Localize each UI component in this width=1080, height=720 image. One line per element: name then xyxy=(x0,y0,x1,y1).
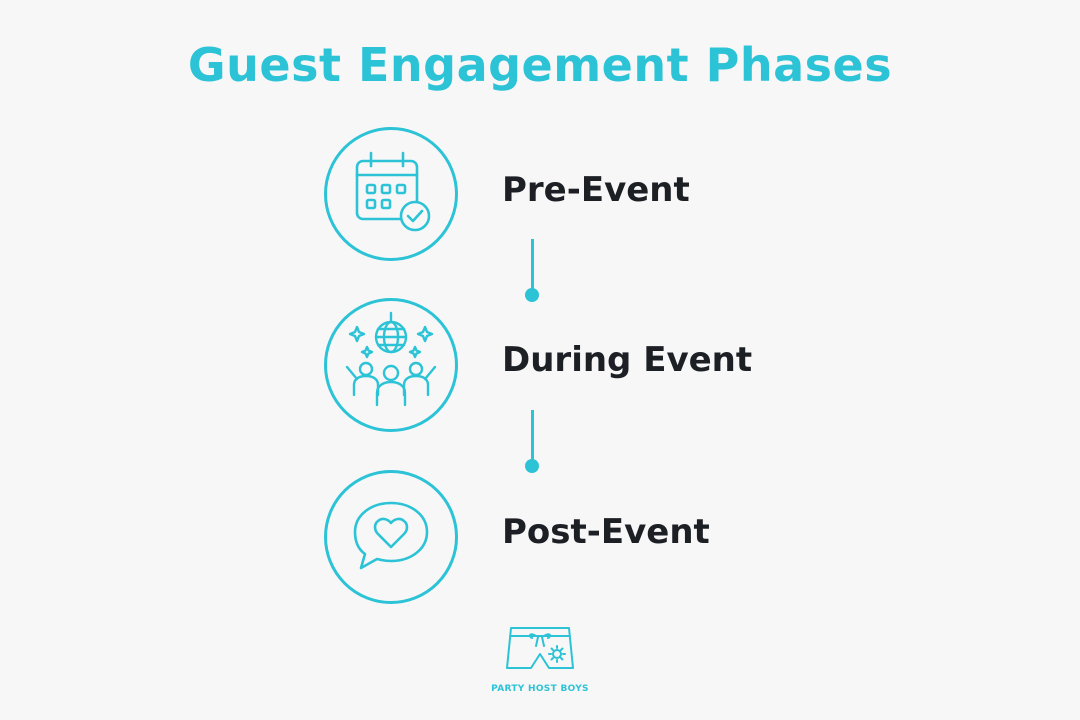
phase-circle-pre-event xyxy=(324,127,458,261)
heart-speech-bubble-icon xyxy=(353,501,429,570)
brand-logo-text: PARTY HOST BOYS xyxy=(491,684,589,694)
disco-ball-crowd-icon xyxy=(345,311,437,407)
page-title: Guest Engagement Phases xyxy=(187,38,893,92)
phase-label-post-event: Post-Event xyxy=(502,512,710,552)
connector-dot xyxy=(525,459,539,473)
connector-dot xyxy=(525,288,539,302)
phase-circle-during-event xyxy=(324,298,458,432)
phase-circle-post-event xyxy=(324,470,458,604)
calendar-check-icon xyxy=(355,151,431,232)
phase-label-pre-event: Pre-Event xyxy=(502,170,690,210)
brand-logo: PARTY HOST BOYS xyxy=(490,624,590,704)
connector-line xyxy=(531,410,534,462)
phase-label-during-event: During Event xyxy=(502,340,753,380)
swim-shorts-logo-icon xyxy=(506,627,574,669)
connector-line xyxy=(531,239,534,291)
